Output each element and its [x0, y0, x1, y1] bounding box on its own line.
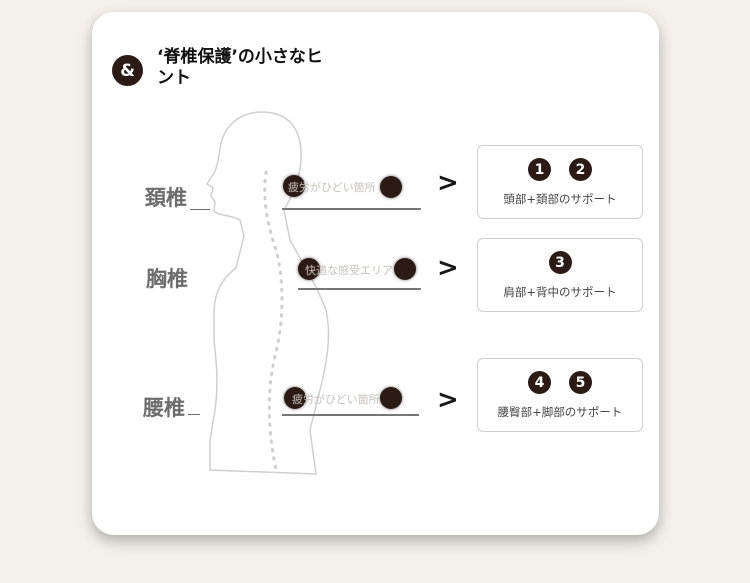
note-marker-left: [298, 258, 320, 280]
cervical-tick: [190, 209, 210, 210]
chevron-right-icon: >: [437, 168, 459, 198]
region-label-cervical: 頚椎: [145, 186, 187, 210]
support-caption: 頭部+頚部のサポート: [503, 192, 617, 206]
note-text: 疲労がひどい箇所: [288, 181, 376, 194]
lumbar-tick: [188, 414, 200, 415]
note-text: 疲労がひどい箇所: [292, 393, 380, 406]
note-underline: [298, 288, 421, 290]
number-badge: 2: [569, 158, 592, 181]
number-badge: 5: [569, 371, 592, 394]
support-box-back: 3 肩部+背中のサポート: [477, 238, 643, 312]
note-marker-right: [394, 258, 416, 280]
note-marker-left: [283, 175, 305, 197]
support-caption: 肩部+背中のサポート: [503, 285, 617, 299]
region-label-lumbar: 腰椎: [143, 396, 185, 420]
note-underline: [282, 414, 419, 416]
support-caption: 腰臀部+脚部のサポート: [497, 405, 623, 419]
note-marker-left: [284, 387, 306, 409]
number-badge: 3: [548, 251, 572, 274]
number-badge: 4: [528, 371, 551, 394]
note-marker-right: [380, 176, 402, 198]
chevron-right-icon: >: [437, 253, 459, 283]
support-box-waist: 4 5 腰臀部+脚部のサポート: [477, 358, 643, 432]
note-marker-right: [380, 387, 402, 409]
chevron-right-icon: >: [437, 385, 459, 415]
ampersand-badge-icon: &: [112, 55, 143, 86]
region-label-thoracic: 胸椎: [146, 267, 188, 291]
note-underline: [282, 208, 421, 210]
support-box-neck: 1 2 頭部+頚部のサポート: [477, 145, 643, 219]
number-badge: 1: [528, 158, 551, 181]
page-title: ‘脊椎保護’の小さなヒント: [157, 47, 323, 88]
note-text: 快適な感受エリア: [305, 264, 393, 277]
